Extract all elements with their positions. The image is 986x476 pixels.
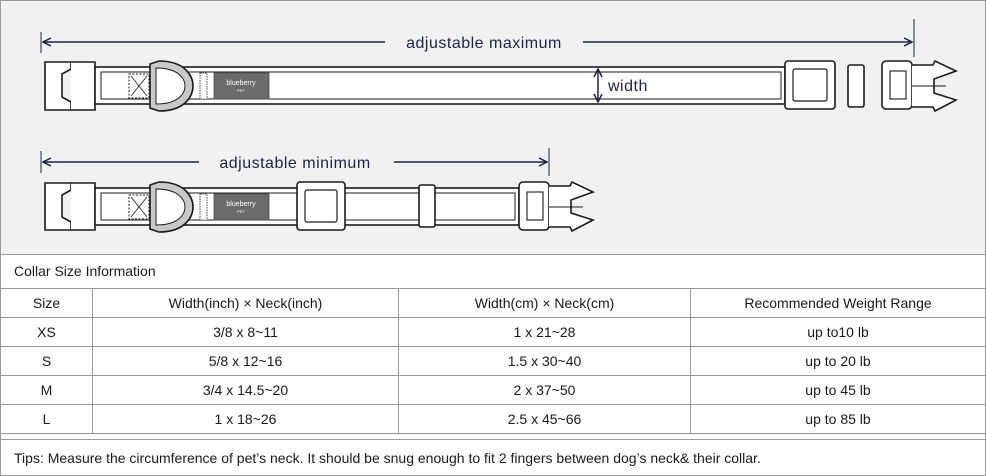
width-label: width [607,78,648,95]
min-brand-label: blueberry [226,201,256,208]
table-row: XS 3/8 x 8~11 1 x 21~28 up to10 lb [1,317,985,347]
max-dimension-line [40,19,915,57]
table-row: L 1 x 18~26 2.5 x 45~66 up to 85 lb [1,404,985,434]
max-brand-label: blueberry [226,80,256,87]
cell-size: M [1,375,93,405]
cell-inch: 3/4 x 14.5~20 [92,375,399,405]
cell-weight: up to10 lb [690,317,985,347]
cell-cm: 2 x 37~50 [398,375,691,405]
cell-size: S [1,346,93,376]
section-title: Collar Size Information [14,263,156,279]
max-label: adjustable maximum [406,35,562,52]
cell-cm: 1 x 21~28 [398,317,691,347]
min-brand-sub: PET [237,209,245,214]
min-dimension-line [40,148,550,176]
min-collar [44,180,596,233]
header-weight: Recommended Weight Range [690,288,985,318]
cell-weight: up to 20 lb [690,346,985,376]
table-row: S 5/8 x 12~16 1.5 x 30~40 up to 20 lb [1,346,985,376]
min-label: adjustable minimum [219,155,370,172]
header-inch: Width(inch) × Neck(inch) [92,288,399,318]
max-brand-sub: PET [237,88,245,93]
cell-weight: up to 45 lb [690,375,985,405]
cell-weight: up to 85 lb [690,404,985,434]
size-table: Size Width(inch) × Neck(inch) Width(cm) … [1,288,985,434]
tips-text: Tips: Measure the circumference of pet’s… [1,439,985,475]
cell-inch: 5/8 x 12~16 [92,346,399,376]
table-header-row: Size Width(inch) × Neck(inch) Width(cm) … [1,288,985,318]
header-size: Size [1,288,93,318]
header-cm: Width(cm) × Neck(cm) [398,288,691,318]
table-row: M 3/4 x 14.5~20 2 x 37~50 up to 45 lb [1,375,985,405]
collar-diagram: adjustable maximum [1,1,985,255]
collar-diagram-svg: adjustable maximum [1,19,985,255]
cell-cm: 1.5 x 30~40 [398,346,691,376]
cell-size: XS [1,317,93,347]
cell-cm: 2.5 x 45~66 [398,404,691,434]
cell-inch: 3/8 x 8~11 [92,317,399,347]
max-collar [44,59,959,113]
cell-size: L [1,404,93,434]
cell-inch: 1 x 18~26 [92,404,399,434]
